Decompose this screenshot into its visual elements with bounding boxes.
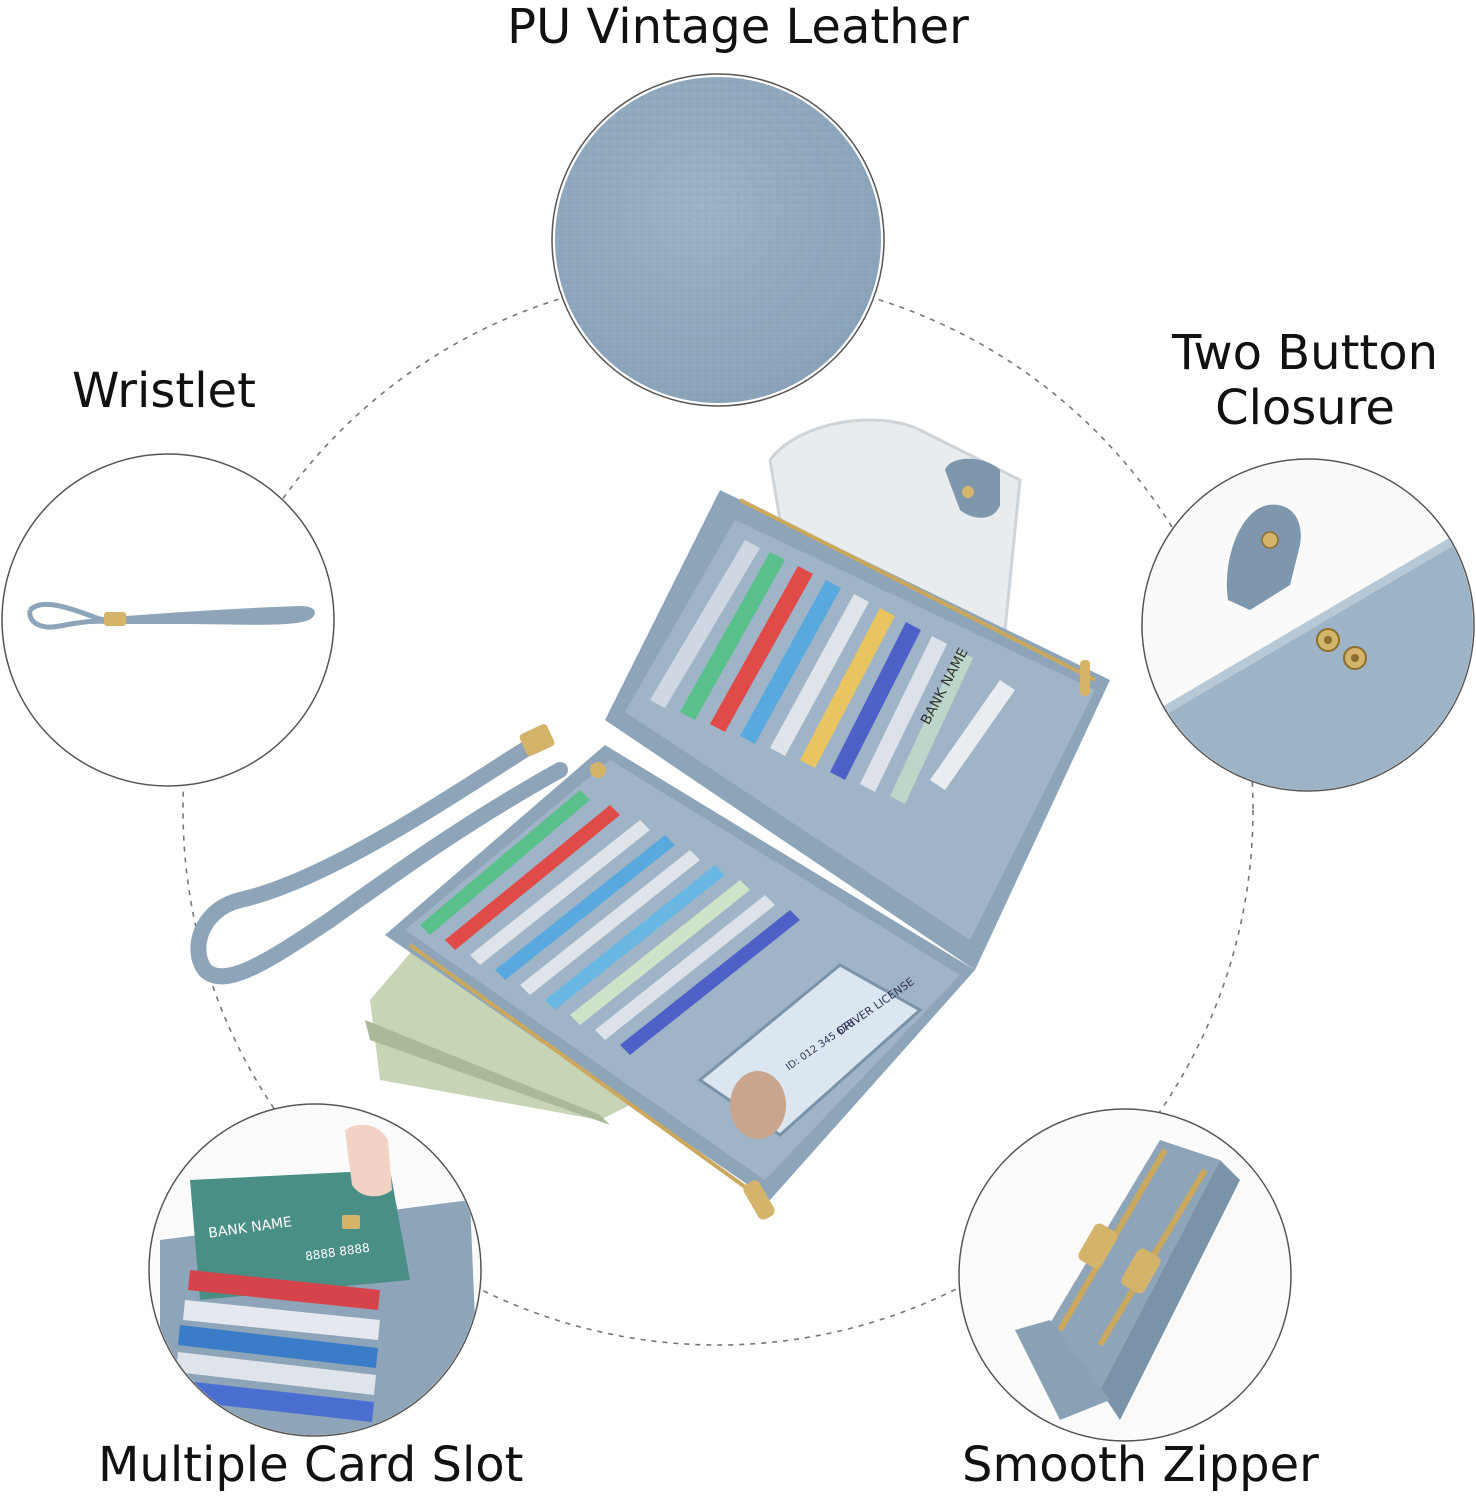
wristlet-feature-title: Wristlet <box>72 363 256 419</box>
wallet-illustration <box>190 418 1110 1220</box>
card-slot-circle <box>148 1103 482 1437</box>
wristlet-strap-circle <box>1 453 335 787</box>
leather-texture-swatch <box>551 73 885 407</box>
closure-title-line2: Closure <box>1215 380 1395 437</box>
zipper-feature-title: Smooth Zipper <box>962 1437 1319 1493</box>
leather-feature-title: PU Vintage Leather <box>507 0 969 55</box>
closure-title-line1: Two Button <box>1171 325 1439 381</box>
zipper-circle <box>958 1108 1292 1442</box>
button-closure-circle <box>1141 458 1475 792</box>
closure-feature-title: Two Button Closure <box>1150 325 1460 437</box>
card-slot-feature-title: Multiple Card Slot <box>98 1437 524 1493</box>
